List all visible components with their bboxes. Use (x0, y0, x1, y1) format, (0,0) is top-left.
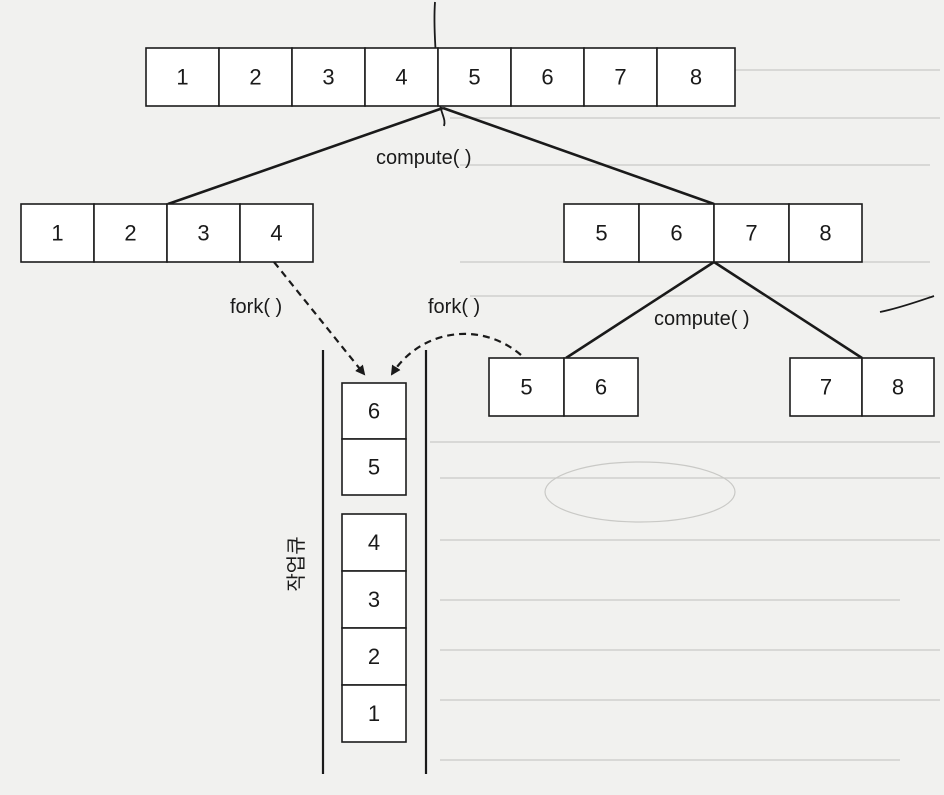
array-cell (563, 357, 639, 417)
root-array: 1 2 3 4 5 6 7 8 (145, 47, 736, 107)
array-cell (788, 203, 863, 263)
queue-cell-value: 1 (368, 701, 380, 726)
compute-label: compute( ) (376, 147, 472, 169)
array-cell-value: 7 (614, 65, 626, 90)
queue-cell (341, 513, 407, 572)
subarray-right: 5 6 7 8 (563, 203, 863, 263)
array-cell-value: 4 (270, 221, 282, 246)
subarray-5-6: 5 6 (488, 357, 639, 417)
array-cell (861, 357, 935, 417)
split-edge (565, 260, 715, 360)
work-queue-title: 작업큐 (284, 536, 308, 591)
work-queue: 6 5 4 3 2 1 작업큐 (284, 350, 428, 774)
queue-cell-value: 5 (368, 455, 380, 480)
split-edge (713, 260, 863, 360)
queue-cell (341, 627, 407, 686)
queue-cell-value: 2 (368, 644, 380, 669)
array-cell-value: 6 (670, 221, 682, 246)
array-cell (166, 203, 241, 263)
array-cell (510, 47, 585, 107)
fork-arrow (390, 332, 522, 376)
queue-cell (341, 382, 407, 440)
queue-cell (341, 438, 407, 496)
show-through-lines (430, 69, 940, 761)
array-cell-value: 1 (51, 221, 63, 246)
array-cell (656, 47, 736, 107)
array-cell (488, 357, 565, 417)
array-cell (713, 203, 790, 263)
array-cell (20, 203, 95, 263)
array-cell-value: 2 (249, 65, 261, 90)
split-edge (167, 106, 444, 206)
array-cell-value: 5 (520, 375, 532, 400)
array-cell-value: 4 (395, 65, 407, 90)
array-cell-value: 2 (124, 221, 136, 246)
array-cell-value: 1 (176, 65, 188, 90)
array-cell-value: 5 (468, 65, 480, 90)
fork-label: fork( ) (428, 296, 480, 318)
array-cell (789, 357, 863, 417)
array-cell-value: 8 (819, 221, 831, 246)
queue-cell-value: 3 (368, 587, 380, 612)
array-cell-value: 5 (595, 221, 607, 246)
array-cell (563, 203, 640, 263)
array-cell-value: 3 (197, 221, 209, 246)
compute-label: compute( ) (654, 308, 750, 330)
array-cell-value: 7 (745, 221, 757, 246)
array-cell-value: 8 (892, 375, 904, 400)
array-cell (583, 47, 658, 107)
subarray-7-8: 7 8 (789, 357, 935, 417)
array-cell-value: 6 (595, 375, 607, 400)
subarray-left: 1 2 3 4 (20, 203, 314, 263)
queue-cell (341, 684, 407, 743)
array-cell-value: 3 (322, 65, 334, 90)
queue-cell-value: 4 (368, 530, 380, 555)
array-cell (437, 47, 512, 107)
queue-cell-value: 6 (368, 399, 380, 424)
array-cell-value: 7 (820, 375, 832, 400)
array-cell-value: 6 (541, 65, 553, 90)
array-cell (638, 203, 715, 263)
split-edge (442, 106, 715, 206)
array-cell-value: 8 (690, 65, 702, 90)
fork-label: fork( ) (230, 296, 282, 318)
pen-mark (879, 295, 935, 313)
array-cell (239, 203, 314, 263)
